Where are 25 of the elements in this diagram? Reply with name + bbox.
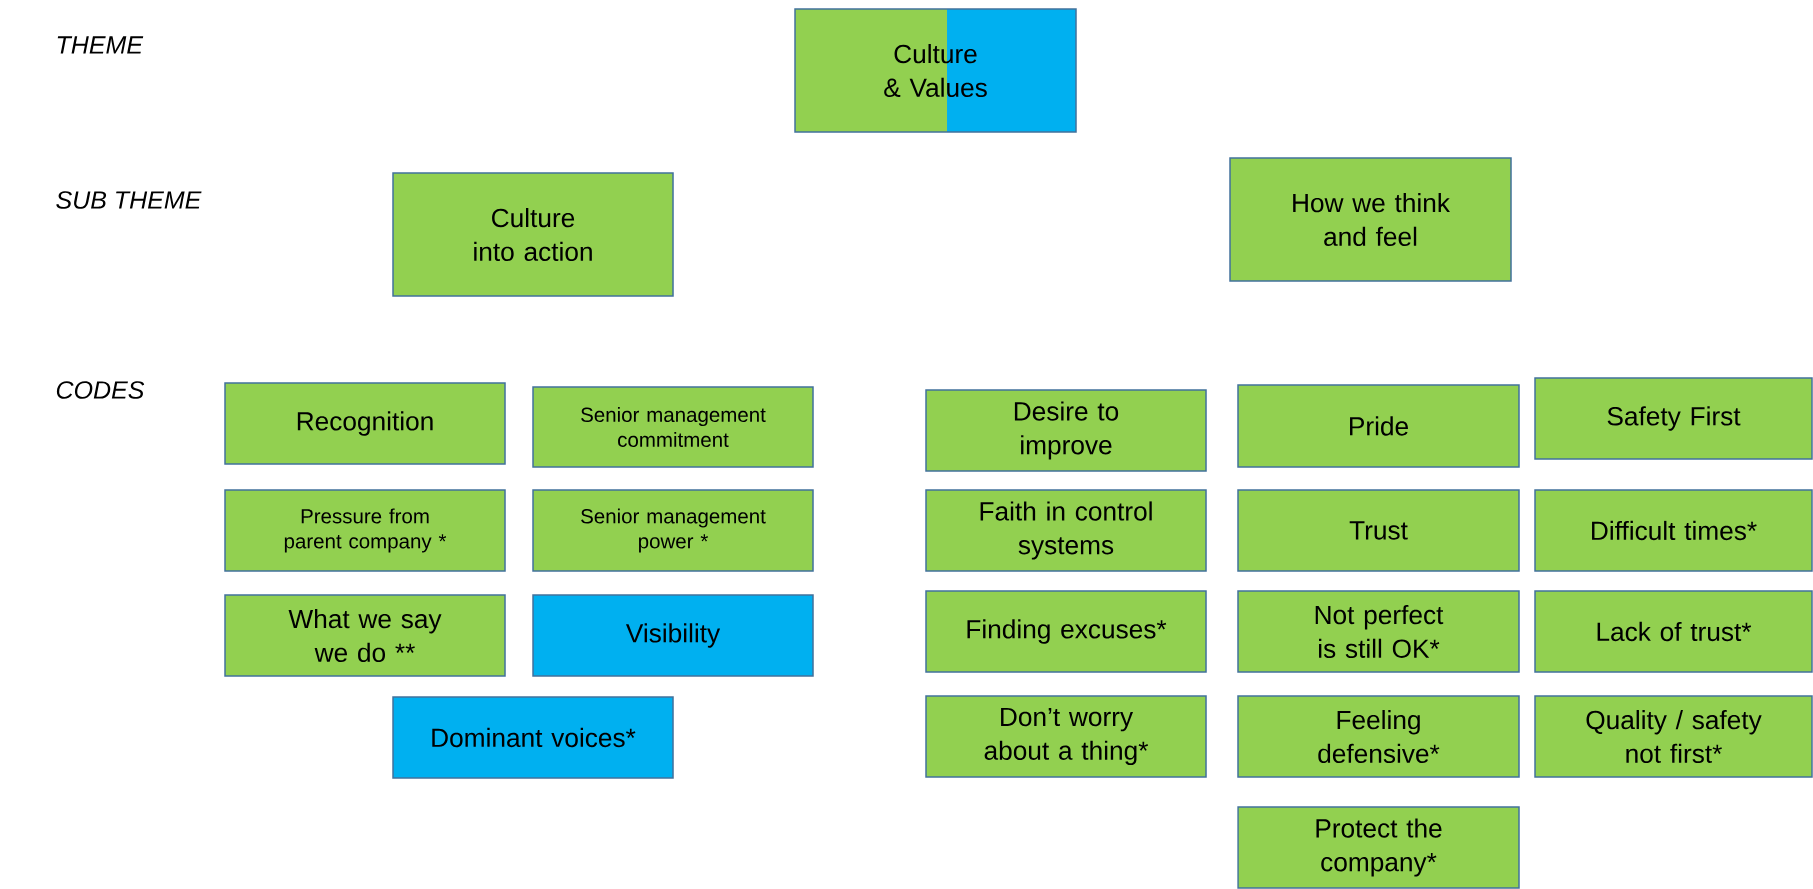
level-label: THEME	[57, 36, 144, 54]
code-box: Trust	[1237, 489, 1520, 572]
code-box: What we say we do **	[224, 594, 506, 677]
code-box: Don’t worry about a thing*	[925, 695, 1207, 778]
level-label: CODES	[56, 381, 145, 399]
code-box: Not perfect is still OK*	[1237, 590, 1520, 673]
code-box: Lack of trust*	[1534, 590, 1813, 673]
code-box: Senior management commitment	[532, 386, 814, 468]
level-label: SUB THEME	[56, 191, 202, 209]
code-box: Protect the company*	[1237, 806, 1520, 889]
code-box: How we think and feel	[1229, 157, 1512, 282]
code-box: Pressure from parent company *	[224, 489, 506, 572]
code-box: Culture into action	[392, 172, 674, 297]
code-box: Desire to improve	[925, 389, 1207, 472]
code-box: Difficult times*	[1534, 489, 1813, 572]
code-box: Pride	[1237, 384, 1520, 468]
code-box: Finding excuses*	[925, 590, 1207, 673]
code-box: Safety First	[1534, 377, 1813, 460]
code-box: Feeling defensive*	[1237, 695, 1520, 778]
code-box: Faith in control systems	[925, 489, 1207, 572]
code-box: Dominant voices*	[392, 696, 674, 779]
code-box: Visibility	[532, 594, 814, 677]
code-box: Quality / safety not first*	[1534, 695, 1813, 778]
code-box: Senior management power *	[532, 489, 814, 572]
code-box: Recognition	[224, 382, 506, 465]
